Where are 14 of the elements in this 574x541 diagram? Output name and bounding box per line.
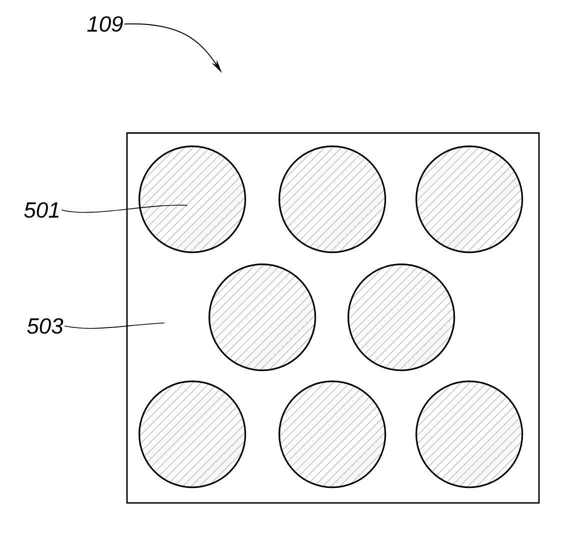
matrix-block: [126, 132, 540, 504]
hatched-particle: [138, 145, 246, 254]
hatched-particle: [348, 264, 456, 372]
reference-numeral: 109: [87, 16, 123, 32]
hatched-particle: [208, 264, 316, 372]
hatched-particle: [138, 380, 246, 488]
hatched-particle: [278, 380, 386, 488]
reference-numeral: 501: [24, 202, 58, 218]
leader-line: [61, 204, 188, 213]
reference-numeral: 503: [27, 318, 64, 334]
hatched-particle: [278, 145, 386, 254]
hatched-particle: [416, 380, 524, 488]
hatched-particle: [416, 145, 524, 254]
leader-line: [64, 322, 165, 329]
